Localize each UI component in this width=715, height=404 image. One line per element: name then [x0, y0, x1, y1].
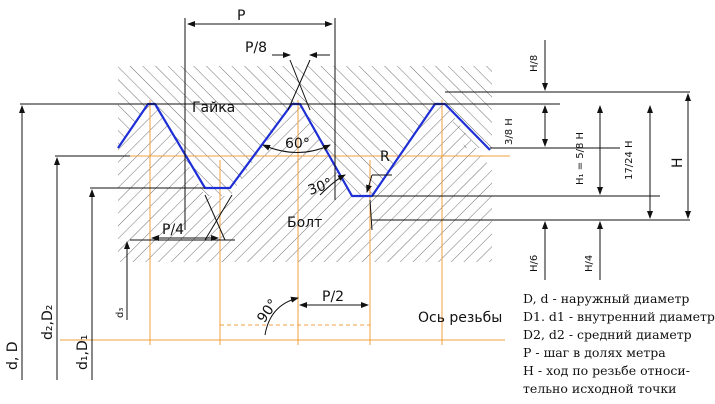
label-d2-D2: d₂,D₂: [40, 305, 56, 340]
label-3-8-h: 3/8 H: [504, 118, 515, 145]
label-angle90: 90°: [254, 296, 281, 326]
label-h6: H/6: [529, 255, 540, 272]
bolt-section: [118, 104, 492, 262]
dimension-lines: [19, 21, 691, 380]
label-h8: H/8: [529, 55, 540, 72]
label-d-D: d, D: [5, 341, 21, 370]
label-nut: Гайка: [192, 100, 235, 116]
legend-item: D2, d2 - средний диаметр: [523, 327, 692, 342]
legend-item: D, d - наружный диаметр: [523, 291, 690, 306]
label-pitch: P: [237, 8, 245, 24]
axis-lines: [60, 100, 510, 345]
label-radius: R: [380, 149, 390, 165]
legend-item: P - шаг в долях метра: [523, 345, 666, 360]
construction-lines: [20, 18, 690, 241]
legend-item: тельно исходной точки: [523, 381, 677, 396]
label-angle60: 60°: [285, 136, 310, 152]
label-pitch-4: P/4: [162, 222, 184, 238]
legend-item: D1. d1 - внутренний диаметр: [523, 309, 715, 324]
label-h: H: [670, 157, 686, 168]
label-bolt: Болт: [287, 215, 322, 231]
label-axis: Ось резьбы: [418, 310, 502, 326]
label-17-24-h: 17/24 H: [624, 140, 635, 180]
legend-item: H - ход по резьбе относи-: [523, 363, 690, 378]
label-d3: d₃: [115, 308, 126, 318]
thread-diagram: P P/8 Гайка Болт 60° 30° R P/4 P/2 90° О…: [5, 8, 691, 380]
label-pitch-2: P/2: [322, 289, 344, 305]
legend: D, d - наружный диаметр D1. d1 - внутрен…: [523, 290, 715, 398]
nut-section: [118, 66, 492, 196]
label-pitch-8: P/8: [245, 40, 267, 56]
label-angle30: 30°: [306, 175, 335, 199]
label-d1-D1: d₁,D₁: [75, 335, 91, 370]
label-h4: H/4: [584, 255, 595, 272]
label-h1: H₁ = 5/8 H: [575, 132, 586, 185]
